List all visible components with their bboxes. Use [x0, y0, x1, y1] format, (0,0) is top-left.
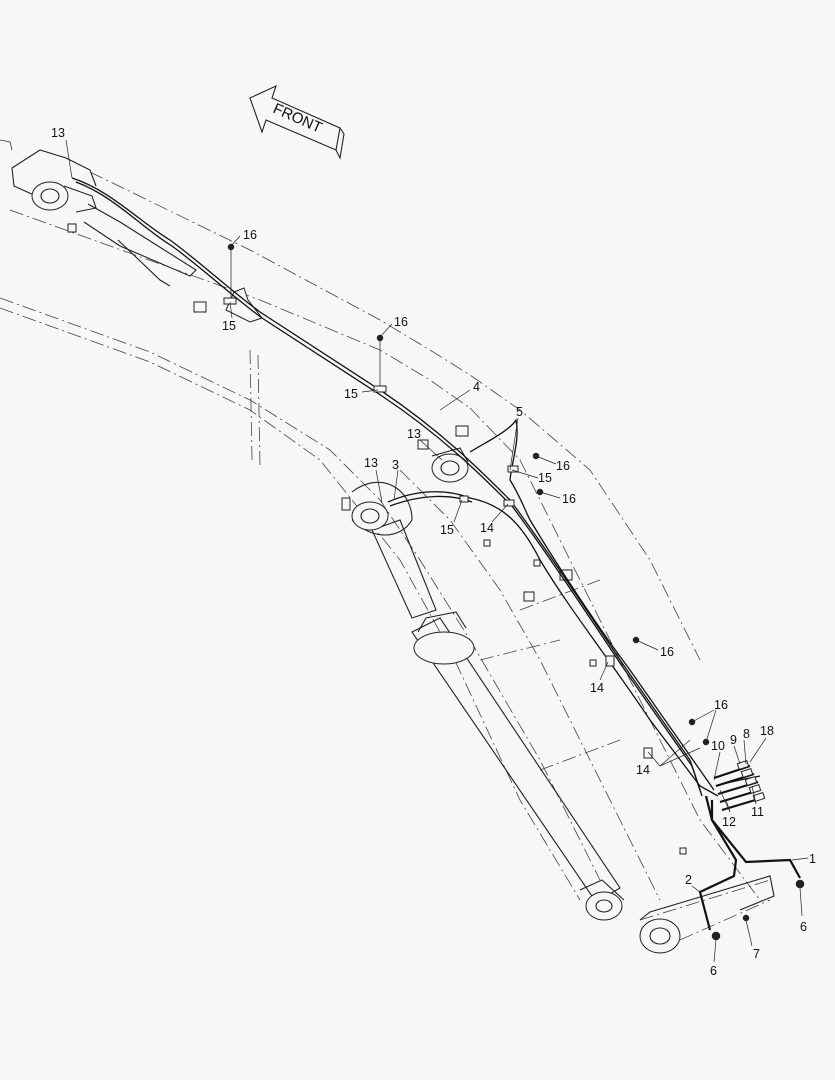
fittings-cluster [713, 759, 766, 812]
callout-18: 18 [760, 724, 774, 738]
fitting-6-right [795, 879, 805, 889]
bolt-16b [376, 334, 384, 342]
callout-13: 13 [364, 456, 378, 470]
front-label: FRONT [270, 100, 324, 137]
callout-14: 14 [590, 681, 604, 695]
callout-8: 8 [743, 727, 750, 741]
callout-15: 15 [440, 523, 454, 537]
callout-6: 6 [800, 920, 807, 934]
callout-16: 16 [394, 315, 408, 329]
hose-1 [710, 800, 801, 879]
hose-lines [71, 177, 801, 931]
callout-2: 2 [685, 873, 692, 887]
front-direction-arrow: FRONT [249, 84, 345, 160]
callout-16: 16 [660, 645, 674, 659]
callout-15: 15 [538, 471, 552, 485]
callout-12: 12 [722, 815, 736, 829]
callout-15: 15 [222, 319, 236, 333]
mount-upper [431, 453, 469, 483]
callout-6: 6 [710, 964, 717, 978]
callout-14: 14 [636, 763, 650, 777]
callout-3: 3 [392, 458, 399, 472]
callout-5: 5 [516, 405, 523, 419]
boom-pin-left [31, 181, 69, 211]
callout-7: 7 [753, 947, 760, 961]
bolt-16a [227, 243, 235, 251]
callout-13: 13 [407, 427, 421, 441]
callout-4: 4 [473, 380, 480, 394]
callout-16: 16 [556, 459, 570, 473]
callout-11: 11 [751, 805, 764, 819]
callout-1: 1 [809, 852, 816, 866]
callout-16: 16 [243, 228, 257, 242]
cylinder-mounts [351, 447, 469, 536]
fitting-6-left [711, 931, 721, 941]
callout-16: 16 [562, 492, 576, 506]
callout-16: 16 [714, 698, 728, 712]
cylinder-rod-end [585, 891, 623, 921]
hose-2 [698, 795, 738, 931]
callout-15: 15 [344, 387, 358, 401]
arm-cylinder [371, 519, 625, 921]
boom-structure [0, 139, 775, 954]
callout-10: 10 [711, 739, 725, 753]
bolts-and-clamps [223, 243, 805, 941]
leader-lines [65, 139, 809, 963]
mount-lower [351, 501, 389, 531]
callout-13: 13 [51, 126, 65, 140]
callout-9: 9 [730, 733, 737, 747]
callout-labels: 13 16 15 16 15 4 5 13 13 3 16 15 16 15 1… [51, 126, 816, 978]
callout-14: 14 [480, 521, 494, 535]
arm-tip-pin [639, 918, 681, 954]
